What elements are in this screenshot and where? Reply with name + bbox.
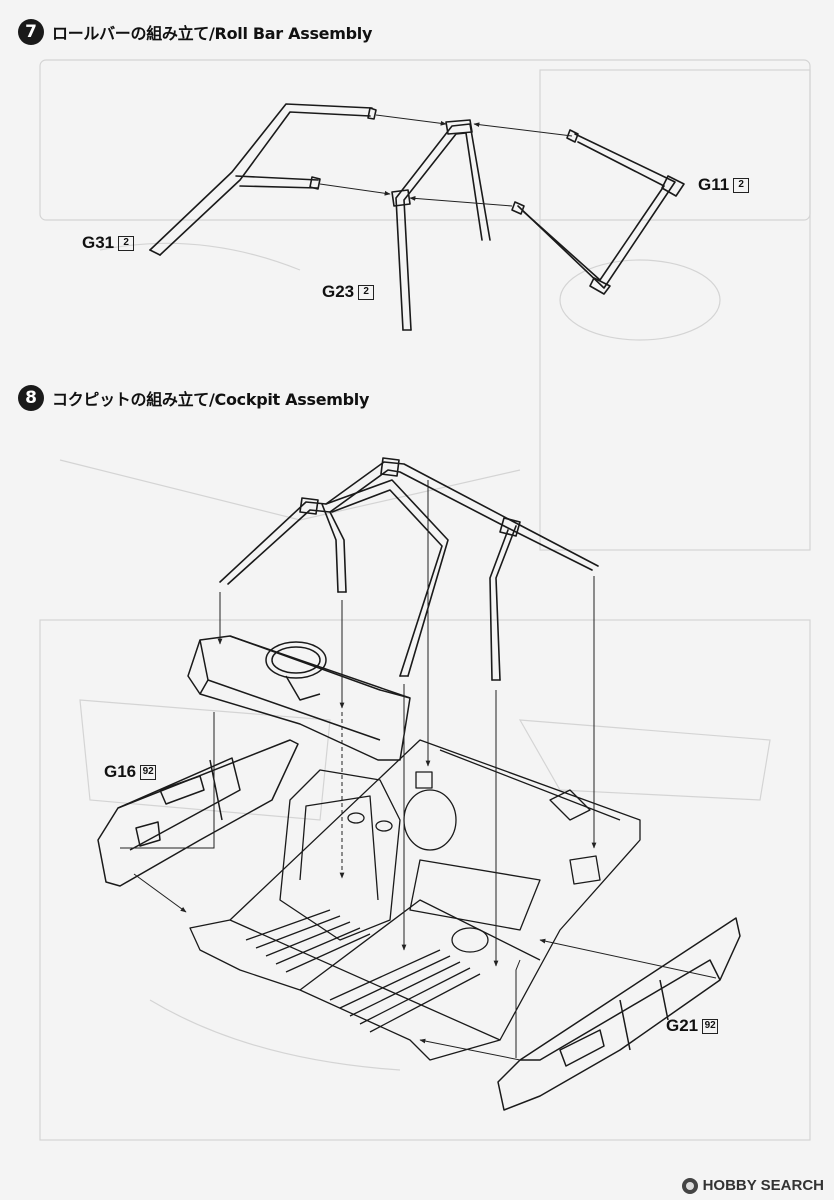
part-number: G31 [82, 233, 115, 252]
cockpit-floor [189, 739, 641, 1061]
step-8-title: コクピットの組み立て/Cockpit Assembly [52, 390, 370, 409]
part-label-g31: G31 2 [82, 233, 135, 253]
part-label-g23: G23 2 [322, 282, 375, 302]
step-7-title: ロールバーの組み立て/Roll Bar Assembly [52, 24, 373, 43]
step-8-arrows [120, 480, 717, 1061]
quantity-badge: 92 [702, 1018, 719, 1034]
hobby-search-logo-icon [681, 1177, 698, 1194]
step-7-number: 7 [18, 19, 44, 45]
quantity-badge: 92 [140, 764, 157, 780]
part-label-g16: G16 92 [104, 762, 157, 782]
quantity-badge: 2 [733, 177, 750, 193]
step-8-number: 8 [18, 385, 44, 411]
dashboard-part [187, 635, 411, 761]
part-number: G16 [104, 762, 137, 781]
quantity-badge: 2 [358, 284, 375, 300]
part-label-g21: G21 92 [666, 1016, 719, 1036]
watermark: HOBBY SEARCH [681, 1177, 824, 1194]
part-number: G23 [322, 282, 355, 301]
part-g23-outline [395, 123, 491, 331]
part-number: G11 [698, 175, 730, 194]
part-g31-outline [159, 111, 371, 256]
assembled-roll-cage [219, 457, 599, 681]
step-7-header: 7 ロールバーの組み立て/Roll Bar Assembly [18, 19, 372, 45]
quantity-badge: 2 [118, 235, 135, 251]
step-7-arrows [319, 114, 573, 207]
part-label-g11: G11 2 [698, 175, 750, 195]
part-g11-outline [517, 133, 676, 289]
part-g21-panel [497, 917, 741, 1111]
part-number: G21 [666, 1016, 699, 1035]
roll-bar-parts [149, 103, 685, 331]
step-8-header: 8 コクピットの組み立て/Cockpit Assembly [18, 385, 369, 411]
part-g16-panel [97, 739, 299, 887]
watermark-text: HOBBY SEARCH [702, 1177, 824, 1194]
